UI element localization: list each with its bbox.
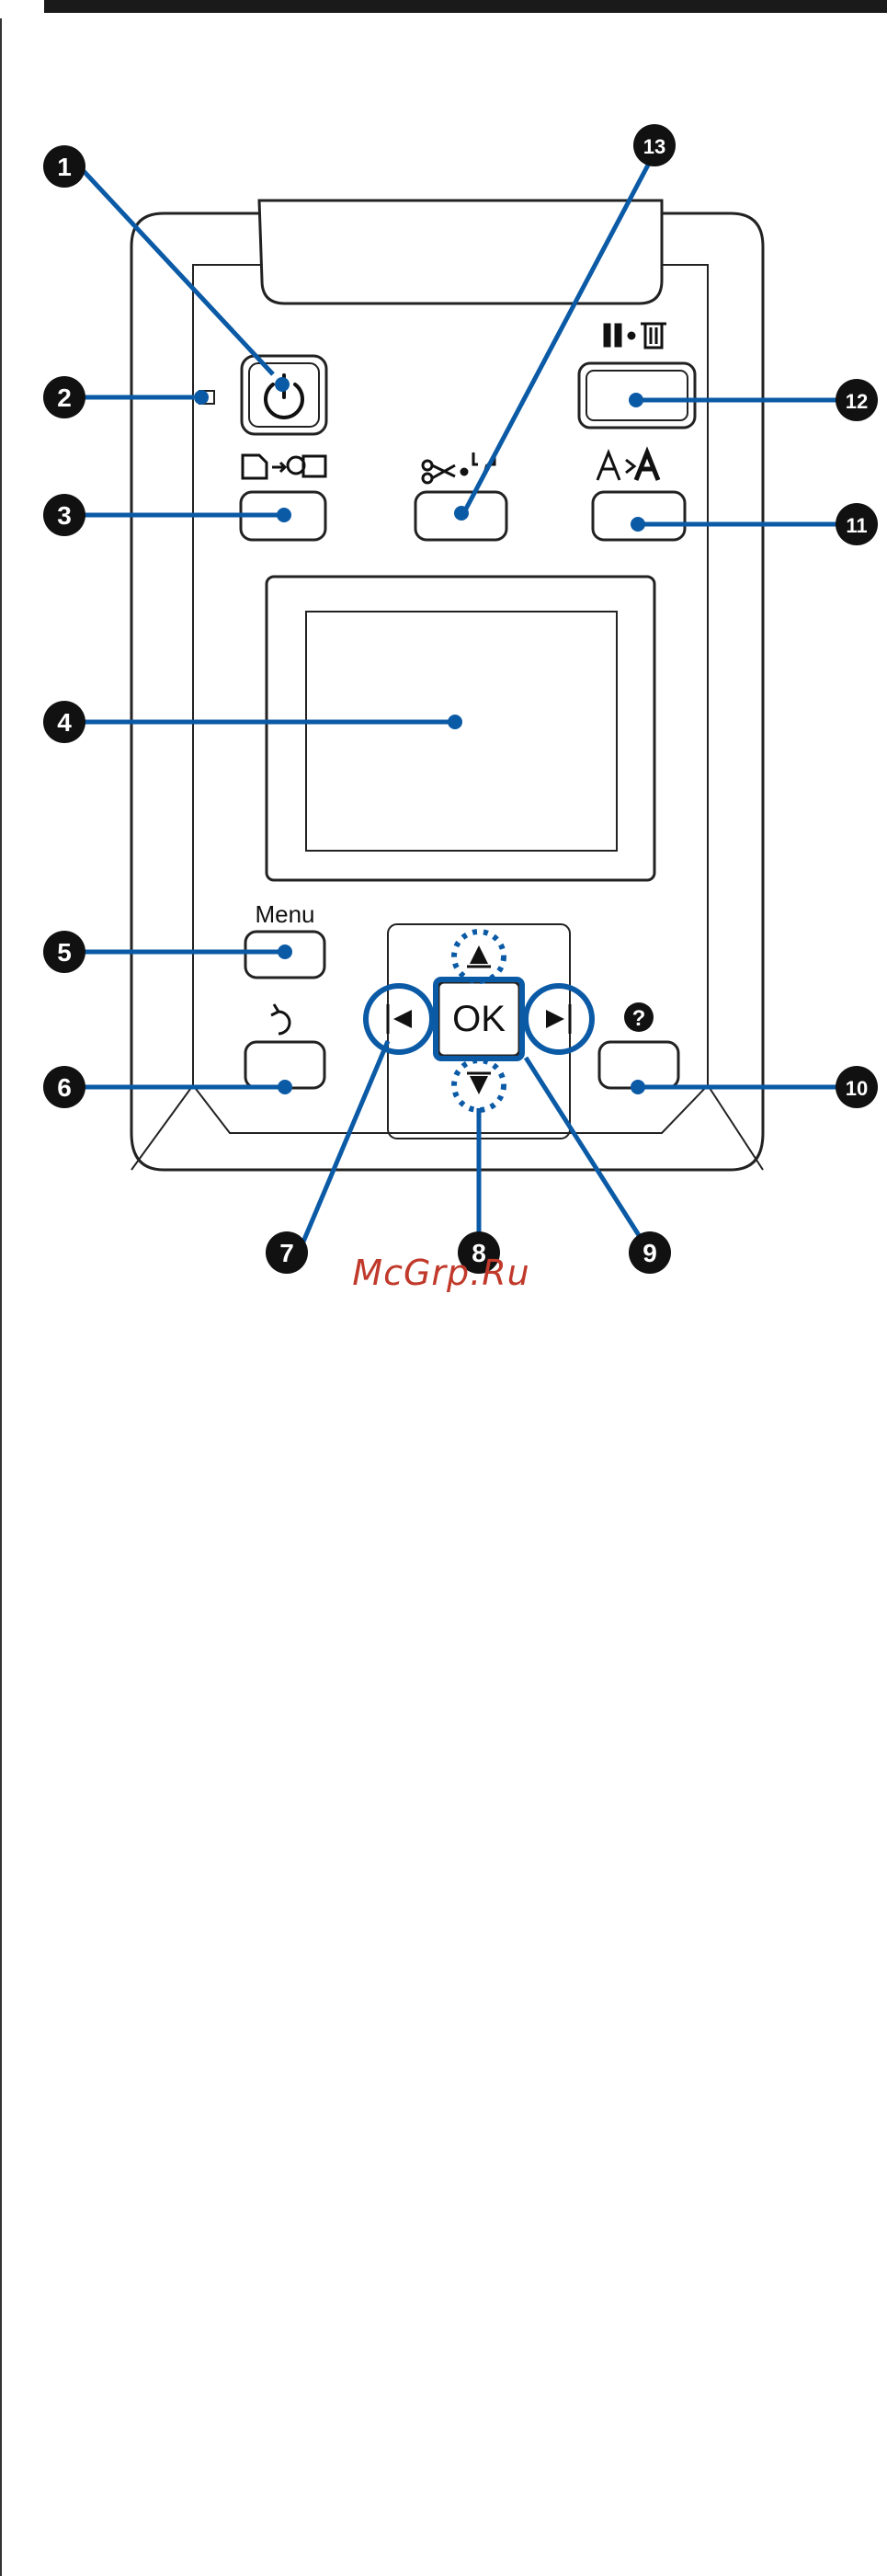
svg-text:?: ? [632,1006,646,1031]
back-arrow-icon [271,1004,290,1034]
up-arrow-icon [470,945,488,964]
watermark-text: McGrp.Ru [276,1253,607,1293]
svg-text:13: 13 [643,135,665,158]
callout-2: 2 [43,376,85,418]
svg-text:9: 9 [643,1239,657,1267]
callout-5: 5 [43,931,85,973]
head-adjust-icon [597,452,658,480]
svg-text:1: 1 [57,153,72,181]
lcd-screen-frame [267,577,654,880]
callout-1: 1 [43,145,85,188]
callout-10: 10 [836,1066,878,1108]
down-arrow-icon [470,1076,488,1094]
menu-label: Menu [255,900,314,928]
paper-source-icon [243,455,325,478]
svg-text:2: 2 [57,384,72,412]
callout-13: 13 [633,124,676,166]
ok-label: OK [452,999,506,1039]
lcd-screen [306,612,617,851]
callout-9: 9 [629,1231,671,1274]
right-arrow-icon [546,1010,564,1028]
svg-text:5: 5 [57,938,72,967]
callout-3: 3 [43,494,85,536]
help-icon: ? [624,1002,654,1032]
svg-text:12: 12 [846,390,868,413]
maintenance-button[interactable] [593,492,685,540]
svg-text:3: 3 [57,501,72,530]
svg-text:6: 6 [57,1073,72,1102]
left-arrow-icon [393,1010,412,1028]
callout-6: 6 [43,1066,85,1108]
callout-4: 4 [43,701,85,743]
svg-text:4: 4 [57,708,72,737]
callout-12: 12 [836,379,878,421]
svg-text:10: 10 [846,1077,868,1100]
callout-11: 11 [836,503,878,545]
svg-text:11: 11 [846,514,867,537]
pause-delete-icon [604,324,666,348]
